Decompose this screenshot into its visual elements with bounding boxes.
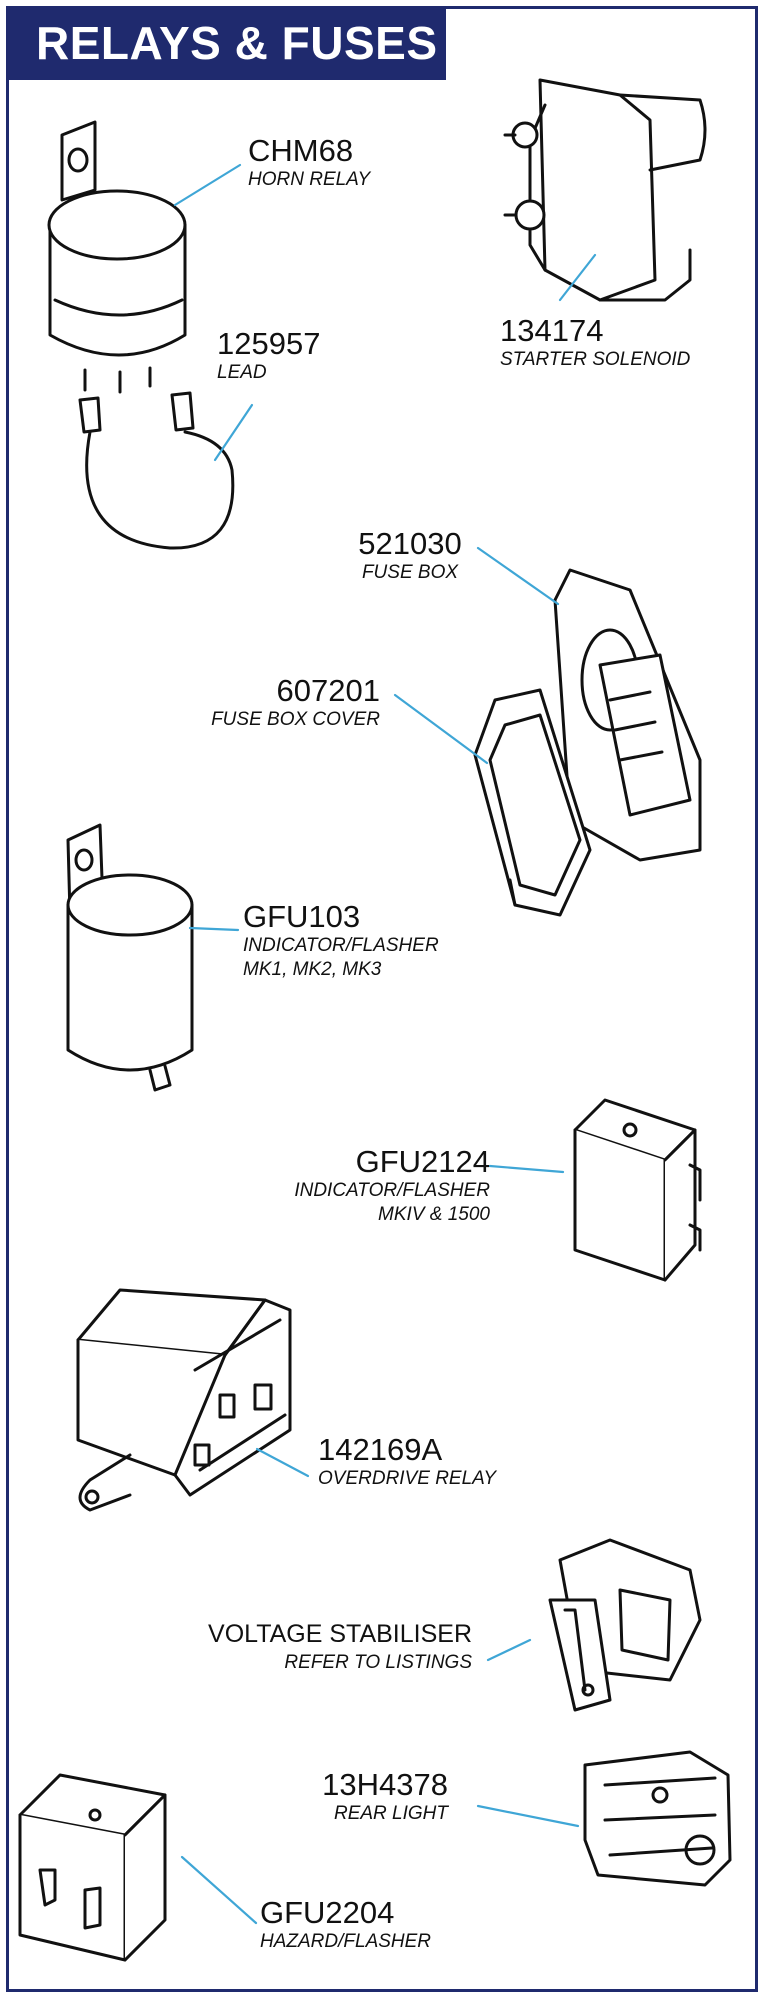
rear-light-drawing — [583, 1750, 732, 1887]
hazard-flasher-drawing — [18, 1773, 167, 1962]
part-rear-light: 13H4378 REAR LIGHT — [300, 1768, 448, 1826]
part-number: GFU103 — [243, 899, 361, 934]
part-number: 13H4378 — [322, 1767, 448, 1802]
part-description: HORN RELAY — [248, 169, 371, 190]
part-description: INDICATOR/FLASHER — [294, 1180, 490, 1201]
part-description: STARTER SOLENOID — [500, 349, 691, 370]
part-voltage-stabiliser: VOLTAGE STABILISER REFER TO LISTINGS — [180, 1617, 472, 1675]
page-title: RELAYS & FUSES — [6, 6, 446, 80]
horn-relay-drawing — [47, 120, 187, 394]
part-starter-solenoid: 134174 STARTER SOLENOID — [500, 314, 690, 372]
part-fuse-box-cover: 607201 FUSE BOX COVER — [200, 674, 380, 732]
part-models: MK1, MK2, MK3 — [243, 959, 382, 980]
part-description: LEAD — [217, 362, 267, 383]
part-description: REFER TO LISTINGS — [284, 1652, 472, 1673]
part-number: 607201 — [276, 673, 380, 708]
part-description: FUSE BOX COVER — [211, 709, 380, 730]
part-description: REAR LIGHT — [333, 1803, 448, 1824]
part-models: MKIV & 1500 — [378, 1204, 490, 1225]
part-description: HAZARD/FLASHER — [260, 1931, 432, 1952]
part-description: INDICATOR/FLASHER — [243, 935, 439, 956]
indicator-flasher-drawing — [66, 823, 194, 1092]
part-number: 521030 — [358, 526, 462, 561]
part-horn-relay: CHM68 HORN RELAY — [248, 134, 370, 192]
starter-solenoid-drawing — [503, 78, 707, 302]
part-number: GFU2124 — [355, 1144, 490, 1179]
part-hazard-flasher: GFU2204 HAZARD/FLASHER — [260, 1896, 431, 1954]
part-number: VOLTAGE STABILISER — [208, 1620, 472, 1648]
part-indicator-flasher-mkiv: GFU2124 INDICATOR/FLASHER MKIV & 1500 — [280, 1145, 490, 1227]
part-number: 125957 — [217, 326, 321, 361]
part-overdrive-relay: 142169A OVERDRIVE RELAY — [318, 1433, 496, 1491]
part-lead: 125957 LEAD — [217, 327, 320, 385]
part-indicator-flasher: GFU103 INDICATOR/FLASHER MK1, MK2, MK3 — [243, 900, 439, 982]
indicator-flasher-mkiv-drawing — [573, 1098, 702, 1282]
part-description: OVERDRIVE RELAY — [318, 1468, 497, 1489]
part-fuse-box: 521030 FUSE BOX — [350, 527, 470, 585]
part-number: GFU2204 — [260, 1895, 395, 1930]
voltage-stabiliser-drawing — [548, 1538, 702, 1712]
part-number: CHM68 — [248, 133, 354, 168]
overdrive-relay-drawing — [76, 1288, 292, 1512]
part-description: FUSE BOX — [361, 562, 459, 583]
fuse-box-drawing — [553, 568, 702, 862]
part-number: 134174 — [500, 313, 604, 348]
lead-drawing — [78, 391, 235, 550]
part-number: 142169A — [318, 1432, 443, 1467]
